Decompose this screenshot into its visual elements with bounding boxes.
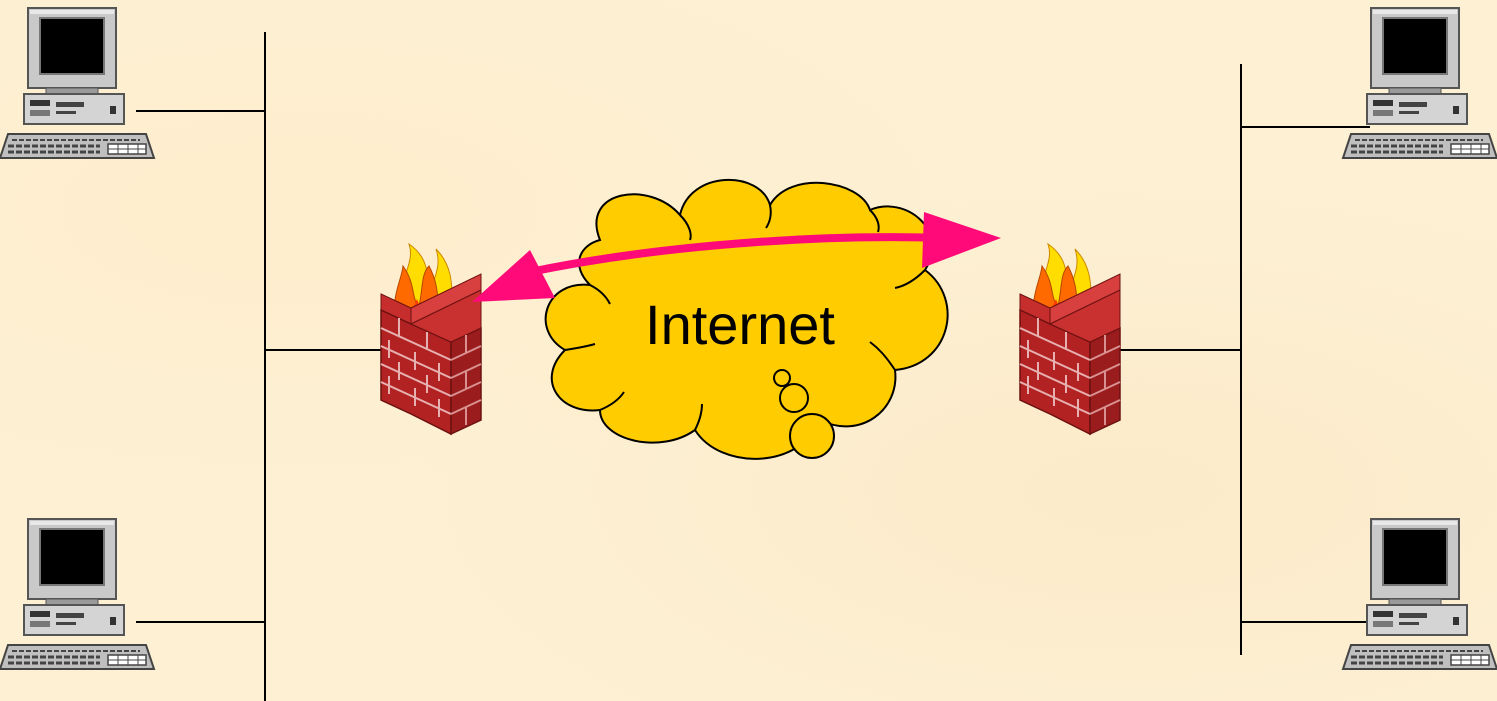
desktop-computer-icon bbox=[1343, 8, 1497, 158]
arrowhead-left bbox=[472, 250, 555, 302]
desktop-computer-icon bbox=[0, 519, 154, 669]
left-network-bus bbox=[136, 32, 392, 701]
arrowhead-right bbox=[922, 212, 1001, 268]
right-network-bus bbox=[1110, 64, 1370, 655]
desktop-computer-icon bbox=[1343, 519, 1497, 669]
desktop-computer-icon bbox=[0, 8, 154, 158]
firewall-icon bbox=[381, 244, 481, 434]
firewall-icon bbox=[1020, 244, 1120, 434]
internet-label: Internet bbox=[645, 293, 835, 356]
internet-cloud: Internet bbox=[546, 180, 948, 459]
